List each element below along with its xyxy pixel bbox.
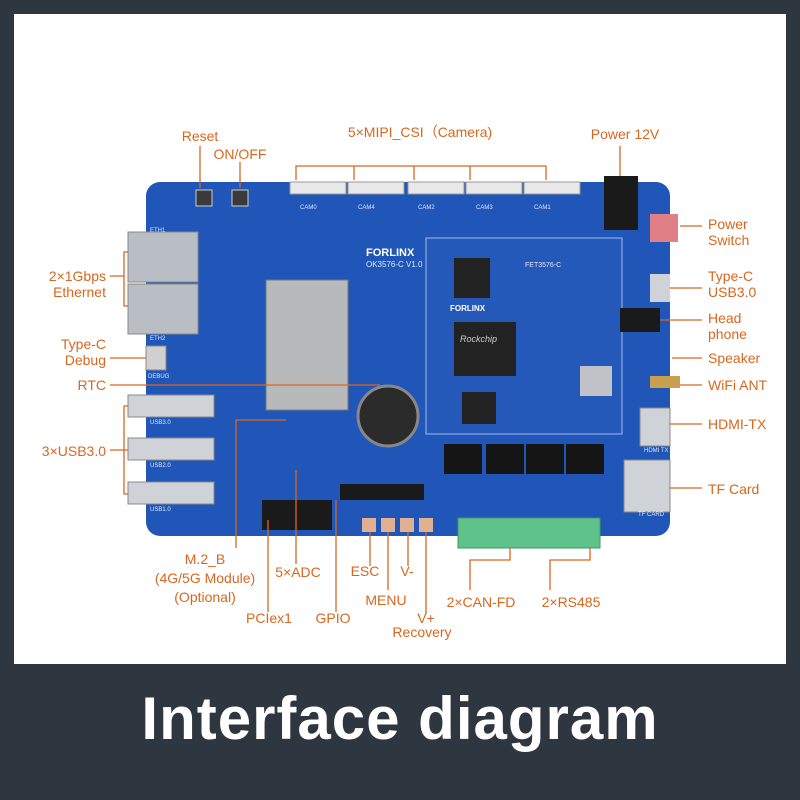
usb-port-3 [127, 481, 215, 505]
cam-label-4: CAM1 [534, 205, 551, 211]
mipi-csi-label: 5×MIPI_CSI（Camera) [347, 124, 493, 140]
power-switch-label: Power Switch [708, 216, 750, 248]
rtc-label: RTC [77, 377, 106, 393]
m2-module [265, 279, 349, 411]
soc-brand: Rockchip [460, 334, 498, 344]
pcie-slot [262, 500, 332, 530]
terminal-block [457, 517, 601, 549]
ethernet-port-2 [127, 283, 199, 335]
typec-usb3-port [650, 274, 670, 302]
typec-debug-label: Type-C Debug [60, 336, 106, 368]
power-jack [604, 176, 638, 230]
wifi-ant-label: WiFi ANT [708, 377, 768, 393]
relays [444, 444, 604, 474]
board-brand: FORLINX [366, 247, 415, 259]
can-fd-label: 2×CAN-FD [446, 594, 516, 610]
ethernet-port-1 [127, 231, 199, 283]
usb-port-2 [127, 437, 215, 461]
v-plus-label: V+ [417, 610, 435, 626]
gpio-header [340, 484, 424, 500]
rtc-battery [356, 384, 420, 448]
headphone-jack [620, 308, 660, 332]
hdmi-port [639, 407, 671, 447]
cam-label-1: CAM4 [358, 205, 375, 211]
recovery-label: Recovery [392, 624, 452, 640]
headphone-label: Head phone [708, 310, 747, 342]
memory-chip [454, 258, 490, 298]
menu-label: MENU [365, 592, 407, 608]
reset-label: Reset [181, 128, 219, 144]
tf-card-slot [623, 459, 671, 513]
cam-label-2: CAM2 [418, 205, 435, 211]
wifi-antenna-connector [650, 376, 680, 388]
leader-lines [110, 146, 702, 614]
eth-label-1: ETH1 [150, 228, 166, 234]
usb-port-1 [127, 394, 215, 418]
tf-card-label: TF Card [708, 481, 760, 497]
hdmi-tx-label: HDMI-TX [708, 416, 767, 432]
on-off-label: ON/OFF [213, 146, 267, 162]
pcie-label: PCIex1 [246, 610, 292, 626]
esc-label: ESC [350, 563, 380, 579]
cam-label-3: CAM3 [476, 205, 493, 211]
typec-usb3-label: Type-C USB3.0 [708, 268, 757, 300]
rs485-label: 2×RS485 [541, 594, 601, 610]
speaker-label: Speaker [708, 350, 761, 366]
usb3-label: 3×USB3.0 [41, 443, 106, 459]
power-switch-graphic [650, 214, 678, 242]
pmic-chip [580, 366, 612, 396]
emmc-chip [462, 392, 496, 424]
onoff-button-graphic [231, 189, 249, 207]
debug-silk-label: DEBUG [148, 374, 170, 380]
cam-label-0: CAM0 [300, 205, 317, 211]
power-12v-label: Power 12V [590, 126, 660, 142]
reset-button-graphic [195, 189, 213, 207]
key-buttons [362, 518, 433, 532]
gpio-label: GPIO [315, 610, 351, 626]
usb-label-1: USB3.0 [150, 420, 171, 426]
adc-label: 5×ADC [275, 564, 321, 580]
m2b-label: M.2_B (4G/5G Module) (Optional) [154, 551, 256, 605]
tf-silk-label: TF CARD [638, 512, 664, 518]
som-model: FET3576-C [525, 262, 562, 269]
usb-label-3: USB1.0 [150, 507, 171, 513]
som-brand: FORLINX [450, 304, 486, 313]
debug-port [145, 345, 167, 371]
ethernet-label: 2×1Gbps Ethernet [48, 268, 106, 300]
board-model: OK3576-C V1.0 [366, 260, 423, 269]
v-minus-label: V- [400, 563, 414, 579]
usb-label-2: USB2.0 [150, 463, 171, 469]
hdmi-silk-label: HDMI TX [644, 448, 669, 454]
page-title: Interface diagram [141, 685, 659, 752]
camera-connectors [289, 181, 581, 195]
soc-chip [454, 322, 516, 376]
eth-label-2: ETH2 [150, 336, 166, 342]
